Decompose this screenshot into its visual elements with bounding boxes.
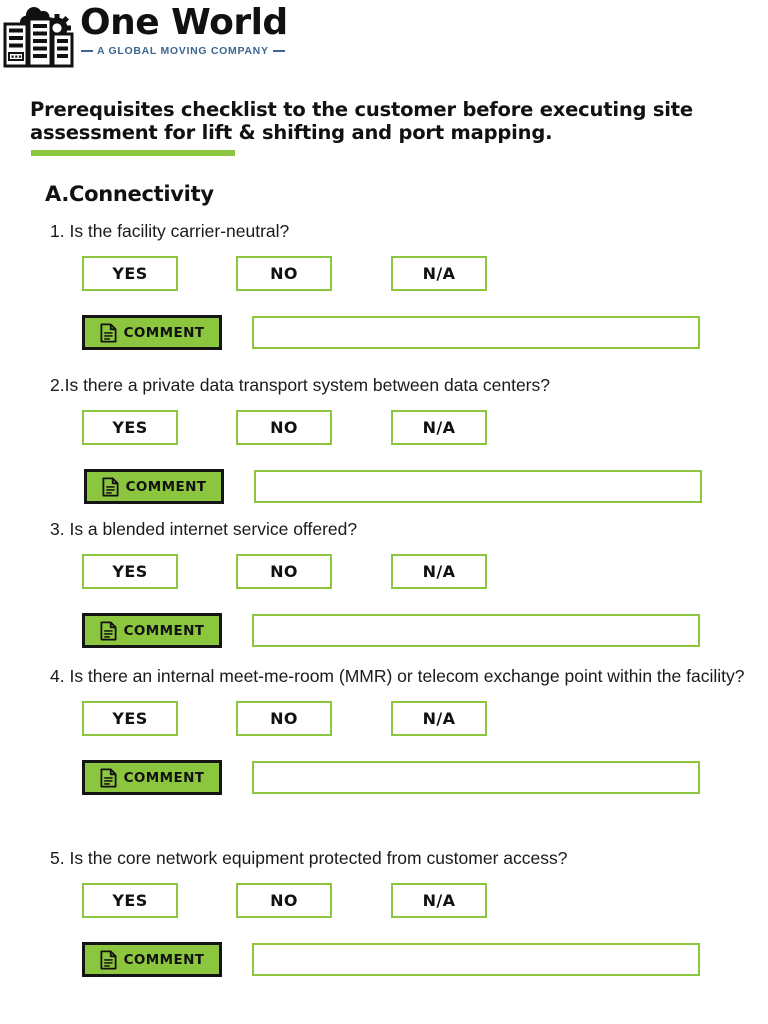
choice-na-button[interactable]: N/A xyxy=(391,554,487,589)
question-block: 3. Is a blended internet service offered… xyxy=(0,516,768,648)
tagline-text: A GLOBAL MOVING COMPANY xyxy=(97,45,269,57)
comment-row: COMMENT xyxy=(0,315,768,350)
comment-row: COMMENT xyxy=(0,613,768,648)
comment-button-label: COMMENT xyxy=(123,769,205,786)
choice-na-button[interactable]: N/A xyxy=(391,256,487,291)
tagline-dash-right xyxy=(272,50,285,52)
brand-tagline: A GLOBAL MOVING COMPANY xyxy=(81,45,288,57)
data-center-servers-cloud-gear-icon xyxy=(3,7,74,68)
comment-button-label: COMMENT xyxy=(123,324,205,341)
question-text: 5. Is the core network equipment protect… xyxy=(50,848,568,868)
comment-input[interactable] xyxy=(252,761,700,794)
question-block: 1. Is the facility carrier-neutral? YES NO… xyxy=(0,218,768,350)
choice-row: YES NO N/A xyxy=(0,410,768,445)
choice-no-button[interactable]: NO xyxy=(236,554,332,589)
comment-input[interactable] xyxy=(252,943,700,976)
choice-no-button[interactable]: NO xyxy=(236,701,332,736)
choice-yes-button[interactable]: YES xyxy=(82,410,178,445)
comment-input[interactable] xyxy=(252,614,700,647)
document-icon xyxy=(100,768,117,787)
choice-na-button[interactable]: N/A xyxy=(391,883,487,918)
section-heading-connectivity: A.Connectivity xyxy=(45,182,214,206)
document-icon xyxy=(100,621,117,640)
document-icon xyxy=(100,323,117,342)
choice-row: YES NO N/A xyxy=(0,883,768,918)
comment-button[interactable]: COMMENT xyxy=(82,613,222,648)
brand-header: One World A GLOBAL MOVING COMPANY xyxy=(0,0,320,76)
choice-no-button[interactable]: NO xyxy=(236,256,332,291)
comment-input[interactable] xyxy=(252,316,700,349)
question-text: 2.Is there a private data transport syst… xyxy=(50,375,550,395)
choice-na-button[interactable]: N/A xyxy=(391,701,487,736)
comment-button[interactable]: COMMENT xyxy=(82,942,222,977)
choice-yes-button[interactable]: YES xyxy=(82,256,178,291)
choice-na-button[interactable]: N/A xyxy=(391,410,487,445)
choice-row: YES NO N/A xyxy=(0,701,768,736)
question-block: 5. Is the core network equipment protect… xyxy=(0,845,768,977)
comment-input[interactable] xyxy=(254,470,702,503)
brand-name: One World xyxy=(80,2,288,43)
comment-button[interactable]: COMMENT xyxy=(82,315,222,350)
question-text: 4. Is there an internal meet-me-room (MM… xyxy=(50,666,745,686)
choice-yes-button[interactable]: YES xyxy=(82,701,178,736)
title-accent-rule xyxy=(31,150,235,156)
question-text: 1. Is the facility carrier-neutral? xyxy=(50,221,290,241)
question-block: 4. Is there an internal meet-me-room (MM… xyxy=(0,663,768,795)
question-text: 3. Is a blended internet service offered… xyxy=(50,519,358,539)
comment-button[interactable]: COMMENT xyxy=(84,469,224,504)
choice-row: YES NO N/A xyxy=(0,554,768,589)
comment-button-label: COMMENT xyxy=(123,951,205,968)
comment-button-label: COMMENT xyxy=(123,622,205,639)
comment-row: COMMENT xyxy=(0,760,768,795)
document-icon xyxy=(102,477,119,496)
document-icon xyxy=(100,950,117,969)
page-title: Prerequisites checklist to the customer … xyxy=(30,98,693,144)
comment-row: COMMENT xyxy=(0,942,768,977)
brand-wordmark: One World A GLOBAL MOVING COMPANY xyxy=(80,2,288,58)
choice-no-button[interactable]: NO xyxy=(236,883,332,918)
choice-yes-button[interactable]: YES xyxy=(82,883,178,918)
comment-button-label: COMMENT xyxy=(125,478,207,495)
comment-row: COMMENT xyxy=(0,469,768,504)
comment-button[interactable]: COMMENT xyxy=(82,760,222,795)
question-block: 2.Is there a private data transport syst… xyxy=(0,372,768,504)
choice-no-button[interactable]: NO xyxy=(236,410,332,445)
choice-row: YES NO N/A xyxy=(0,256,768,291)
choice-yes-button[interactable]: YES xyxy=(82,554,178,589)
tagline-dash-left xyxy=(81,50,93,52)
